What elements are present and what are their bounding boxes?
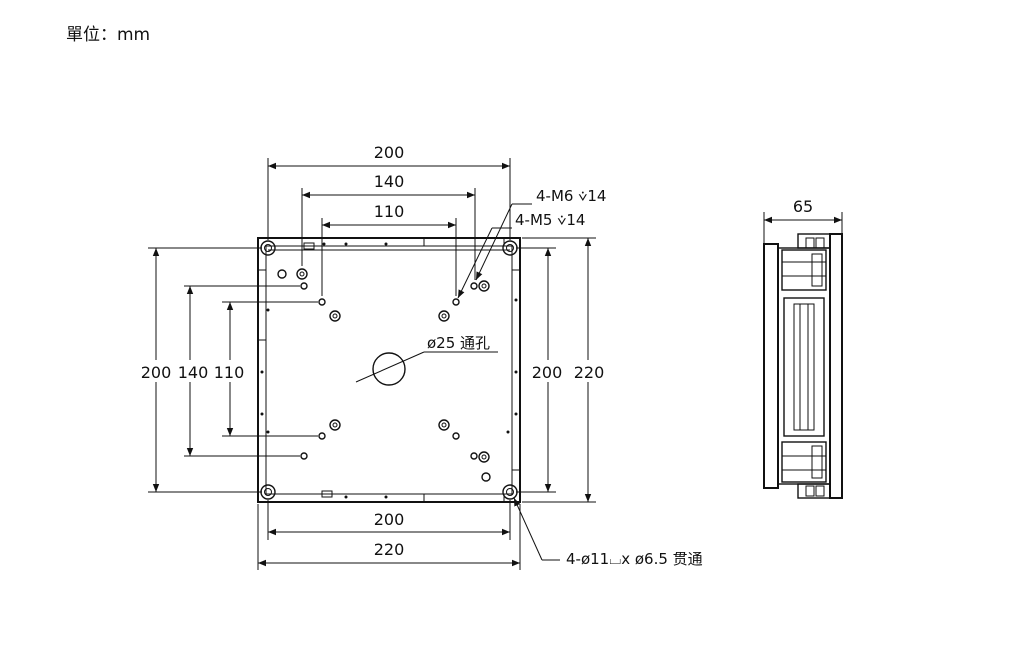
corner-hole: [502, 484, 518, 500]
side-dim-label: 65: [793, 197, 813, 216]
dim-bottom-200: 200: [267, 500, 511, 540]
callout-center-hole: ø25 通孔: [424, 334, 498, 353]
m6-hole: [329, 310, 341, 322]
dim-label: 110: [214, 363, 245, 382]
dim-label: 200: [532, 363, 563, 382]
m5-hole: [318, 298, 326, 306]
callout-corner-hole: 4-ø11⌴x ø6.5 贯通: [513, 497, 703, 568]
dim-label: 220: [374, 540, 405, 559]
dim-label: 220: [574, 363, 605, 382]
m6-hole: [277, 269, 287, 279]
dim-label: 200: [374, 510, 405, 529]
callout-text: 4-ø11⌴x ø6.5 贯通: [566, 550, 703, 568]
dim-top-200: 200: [267, 143, 511, 240]
plate-outline: [257, 237, 521, 503]
callout-text: ø25 通孔: [427, 334, 490, 352]
m5-hole: [452, 298, 460, 306]
m6-hole: [296, 268, 308, 280]
plate-inner-border: [265, 245, 513, 495]
callout-text: 4-M5 ⩒14: [515, 211, 585, 229]
callout-text: 4-M6 ⩒14: [536, 187, 606, 205]
dim-label: 110: [374, 202, 405, 221]
m5-hole: [300, 452, 308, 460]
corner-hole: [260, 240, 276, 256]
front-view: 200 140 110 2: [136, 143, 703, 570]
m5-hole: [300, 282, 308, 290]
side-view: 65: [763, 197, 843, 499]
m6-hole: [438, 419, 450, 431]
m5-hole: [470, 452, 478, 460]
dim-label: 200: [141, 363, 172, 382]
callout-m6: 4-M6 ⩒14: [475, 187, 606, 281]
dim-top-140: 140: [301, 172, 476, 280]
m6-hole: [478, 451, 490, 463]
m5-hole: [452, 432, 460, 440]
m5-hole: [318, 432, 326, 440]
center-hole: [372, 352, 406, 386]
dim-label: 140: [374, 172, 405, 191]
callout-m5: 4-M5 ⩒14: [457, 211, 585, 299]
dim-top-110: 110: [321, 202, 457, 296]
m6-hole: [438, 310, 450, 322]
unit-label: 單位：mm: [66, 25, 151, 45]
dim-label: 200: [374, 143, 405, 162]
dim-bottom-220: 220: [257, 504, 521, 570]
corner-hole: [260, 484, 276, 500]
m6-hole: [329, 419, 341, 431]
m5-hole: [470, 282, 478, 290]
corner-hole: [502, 240, 518, 256]
m6-hole: [481, 472, 491, 482]
dim-label: 140: [178, 363, 209, 382]
m6-hole: [478, 280, 490, 292]
